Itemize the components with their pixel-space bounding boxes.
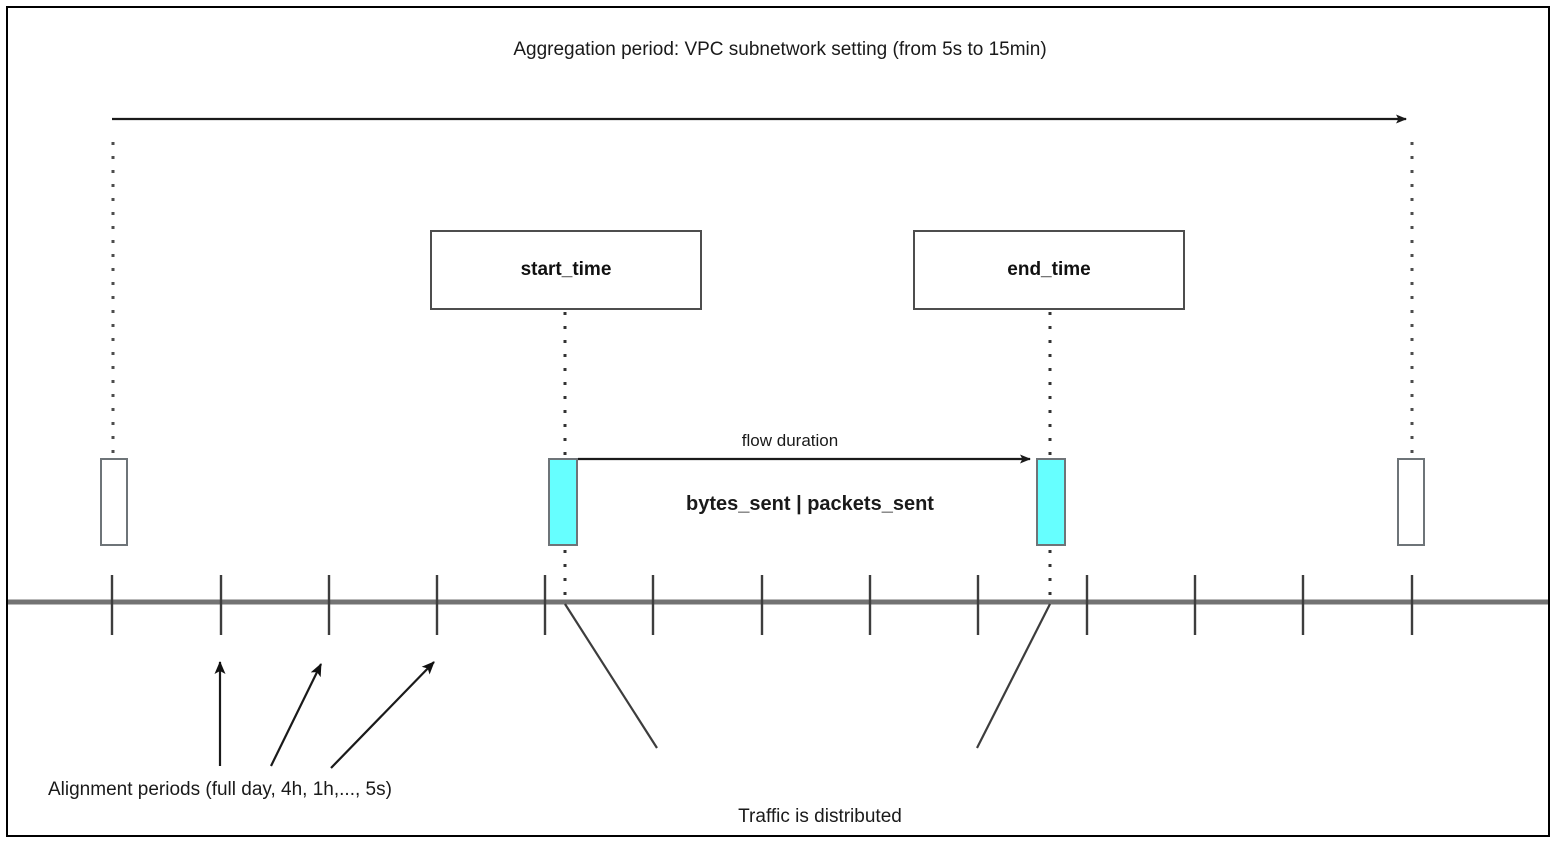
traffic-note-line-1: Traffic is distributed <box>738 806 902 828</box>
flow-start-marker-bar <box>548 458 578 546</box>
alignment-periods-label: Alignment periods (full day, 4h, 1h,...,… <box>48 779 392 800</box>
flow-end-marker-bar <box>1036 458 1066 546</box>
aggregation-end-marker-bar <box>1397 458 1425 546</box>
aggregation-start-marker-bar <box>100 458 128 546</box>
aggregation-period-title: Aggregation period: VPC subnetwork setti… <box>513 39 1047 60</box>
traffic-distribution-note: Traffic is distributed proportionally am… <box>660 748 980 846</box>
flow-metrics-label: bytes_sent | packets_sent <box>686 493 934 515</box>
end-time-box: end_time <box>913 230 1185 310</box>
start-time-box: start_time <box>430 230 702 310</box>
flow-duration-label: flow duration <box>741 431 839 450</box>
diagram-frame <box>6 6 1550 837</box>
